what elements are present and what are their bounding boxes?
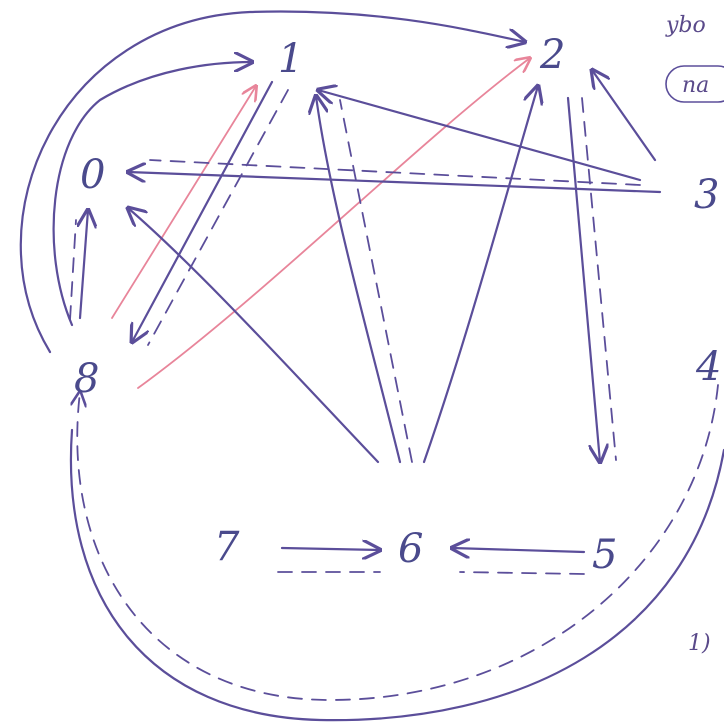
node-0-label: 0 [80, 152, 105, 198]
edge-3-1 [318, 90, 642, 182]
edge-1-8 [132, 80, 274, 342]
edge-4-8-dashed [77, 384, 719, 701]
node-2-label: 2 [539, 32, 565, 78]
node-1-label: 1 [278, 36, 303, 82]
edge-1-8-dashed [147, 89, 289, 346]
node-3-label: 3 [694, 172, 719, 218]
node-5-label: 5 [592, 532, 617, 578]
corner-bottom-text: 1) [688, 631, 711, 656]
corner-box [665, 65, 724, 103]
edge-6-1-dashed [339, 99, 413, 463]
edge-4-8-solid-outer [69, 428, 724, 722]
node-7-label: 7 [214, 524, 240, 570]
node-6-label: 6 [398, 526, 423, 572]
edge-8-1-arc [52, 62, 252, 327]
node-8-label: 8 [74, 356, 99, 402]
edge-3-2 [592, 70, 657, 162]
edge-8-2-outer [19, 10, 525, 354]
edge-5-6-dashed [459, 571, 585, 575]
corner-boxed-text: na [682, 73, 709, 98]
edge-8-0-dashed [69, 219, 77, 321]
edge-6-2 [422, 86, 538, 464]
edge-3-0-dashed [149, 159, 641, 186]
edge-7-6 [280, 548, 380, 550]
edge-2-5 [566, 96, 600, 462]
edge-8-1-pink [111, 86, 256, 319]
edge-3-0 [128, 172, 662, 194]
edge-2-5-dashed [581, 97, 617, 461]
edge-6-0 [128, 208, 380, 464]
corner-top-text: ybo [665, 13, 706, 38]
edge-8-0 [80, 210, 88, 320]
node-4-label: 4 [695, 344, 721, 390]
edge-6-1 [316, 96, 402, 464]
edge-5-6 [452, 548, 586, 552]
edge-8-2-pink [137, 58, 530, 389]
